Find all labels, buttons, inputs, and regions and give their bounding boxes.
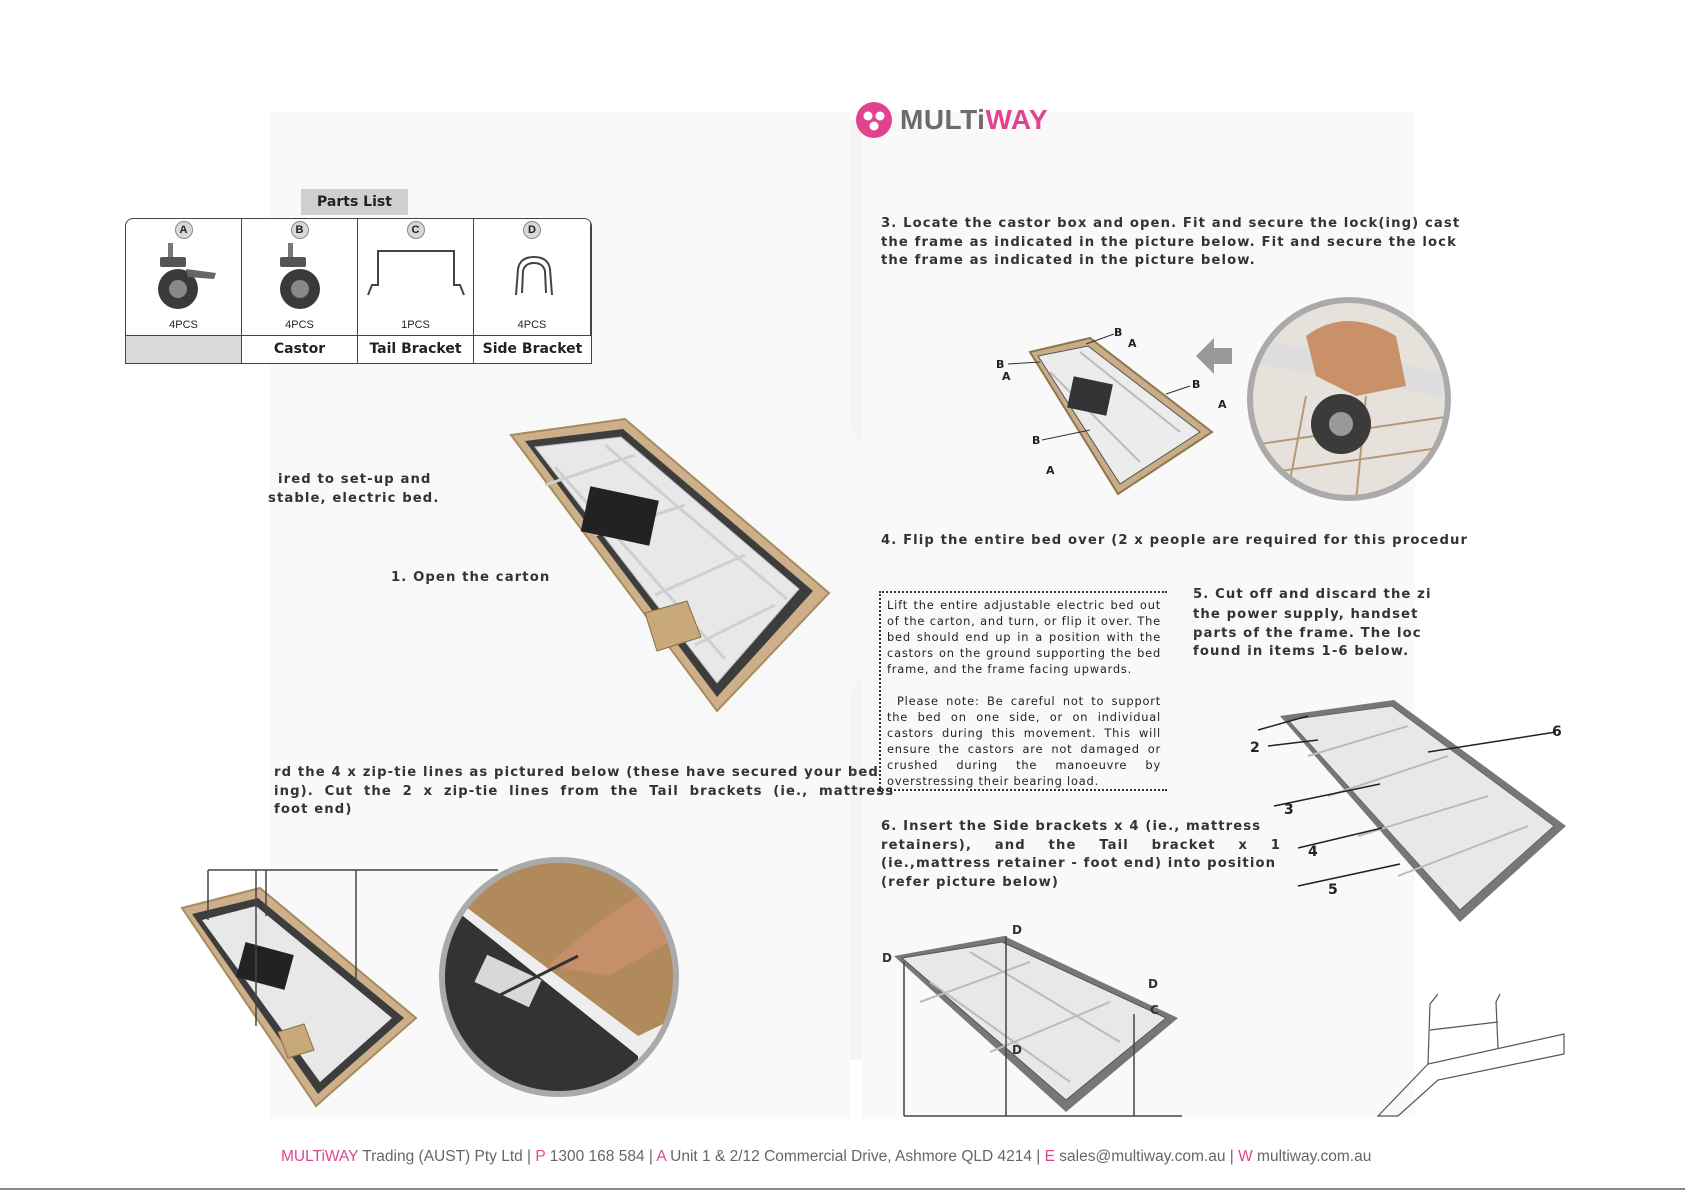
step-6-line-1: 6. Insert the Side brackets x 4 (ie., ma… <box>881 819 1262 834</box>
footer-brand: MULTiWAY <box>281 1148 359 1165</box>
bracket-label: C <box>1150 1003 1159 1017</box>
castor-placement-illustration: B A B A B A B A <box>996 326 1227 496</box>
step-5-line-2: the power supply, handset <box>1193 607 1419 622</box>
part-name-c: Tail Bracket <box>358 335 474 363</box>
bracket-label: D <box>1012 923 1022 937</box>
part-letter: A <box>174 221 193 239</box>
part-letter: B <box>290 221 309 239</box>
tail-bracket-icon <box>367 250 465 296</box>
bracket-label: D <box>1012 1043 1022 1057</box>
step-5-line-4: found in items 1-6 below. <box>1193 644 1410 659</box>
castor-label: B <box>996 358 1004 371</box>
bracket-label: D <box>882 951 892 965</box>
bracket-placement-illustration: D D D C D <box>882 923 1182 1117</box>
step-3-line-1: 3. Locate the castor box and open. Fit a… <box>881 216 1461 231</box>
bottom-rule <box>0 1188 1685 1190</box>
part-cell-c: C 1PCS <box>358 219 474 335</box>
step-2-line-1: rd the 4 x zip-tie lines as pictured bel… <box>274 765 879 780</box>
footer-email: sales@multiway.com.au | <box>1054 1148 1239 1165</box>
step-1-text: 1. Open the carton <box>391 570 551 585</box>
castor-icon <box>280 243 320 309</box>
part-name-a <box>126 335 242 363</box>
part-letter: C <box>406 221 425 239</box>
flip-instructions-text: Lift the entire adjustable electric bed … <box>887 598 1161 676</box>
cutting-zip-tie-photo <box>439 857 679 1097</box>
item-number: 3 <box>1284 802 1294 818</box>
step-5-line-3: parts of the frame. The loc <box>1193 626 1422 641</box>
bracket-label: D <box>1148 977 1158 991</box>
step-3-line-3: the frame as indicated in the picture be… <box>881 253 1256 268</box>
step-5-line-1: 5. Cut off and discard the zi <box>1193 587 1432 602</box>
locking-castor-icon <box>158 243 216 309</box>
side-bracket-icon <box>515 255 553 296</box>
castor-label: A <box>1046 464 1055 477</box>
step-6-line-4: (refer picture below) <box>881 875 1060 890</box>
intro-line-2: stable, electric bed. <box>268 491 440 506</box>
item-number: 2 <box>1250 740 1260 756</box>
castor-label: B <box>1114 326 1122 339</box>
footer-address: Unit 1 & 2/12 Commercial Drive, Ashmore … <box>665 1148 1045 1165</box>
step-2-line-3: foot end) <box>274 802 353 817</box>
brand-logo-icon <box>856 102 892 138</box>
footer-contact: MULTiWAY Trading (AUST) Pty Ltd | P 1300… <box>281 1148 1372 1165</box>
item-number: 6 <box>1552 724 1562 740</box>
hands-bracket-sketch <box>1376 993 1565 1117</box>
castor-label: A <box>1128 337 1137 350</box>
flip-instructions-box: Lift the entire adjustable electric bed … <box>879 591 1167 791</box>
part-cell-b: B 4PCS <box>242 219 358 335</box>
part-name-b: Castor <box>242 335 358 363</box>
item-number: 4 <box>1308 844 1318 860</box>
footer-website: multiway.com.au <box>1252 1148 1372 1165</box>
parts-list-title: Parts List <box>301 189 408 215</box>
step-3-line-2: the frame as indicated in the picture be… <box>881 235 1457 250</box>
brand-name: MULTiWAY <box>900 104 1049 135</box>
part-cell-d: D 4PCS <box>474 219 591 335</box>
footer-phone: 1300 168 584 | <box>545 1148 657 1165</box>
arrow-left-icon <box>1196 338 1232 374</box>
step-6-line-3: (ie.,mattress retainer - foot end) into … <box>881 856 1277 871</box>
flip-instructions-note: Please note: Be careful not to support t… <box>887 694 1161 788</box>
brand-logo: MULTiWAY <box>856 102 1048 138</box>
frame-numbered-illustration: 2 6 3 4 5 <box>1250 700 1566 922</box>
parts-list-table: A 4PCS B 4PCS C 1PCS D 4PCS <box>125 218 592 364</box>
footer-company: Trading (AUST) Pty Ltd | <box>358 1148 536 1165</box>
step-2-line-2: ing). Cut the 2 x zip-tie lines from the… <box>274 784 895 799</box>
intro-line-1: ired to set-up and <box>278 472 432 487</box>
part-letter: D <box>523 221 541 239</box>
fitting-castor-photo <box>1247 297 1451 501</box>
part-cell-a: A 4PCS <box>126 219 242 335</box>
bed-in-carton-illustration <box>509 417 831 713</box>
castor-label: A <box>1002 370 1011 383</box>
part-name-d: Side Bracket <box>474 335 591 363</box>
castor-label: B <box>1192 378 1200 391</box>
castor-label: B <box>1032 434 1040 447</box>
item-number: 5 <box>1328 882 1338 898</box>
step-6-line-2: retainers), and the Tail bracket x 1 <box>881 838 1282 853</box>
zip-tie-bed-illustration <box>180 869 498 1108</box>
step-4-text: 4. Flip the entire bed over (2 x people … <box>881 533 1469 548</box>
castor-label: A <box>1218 398 1227 411</box>
